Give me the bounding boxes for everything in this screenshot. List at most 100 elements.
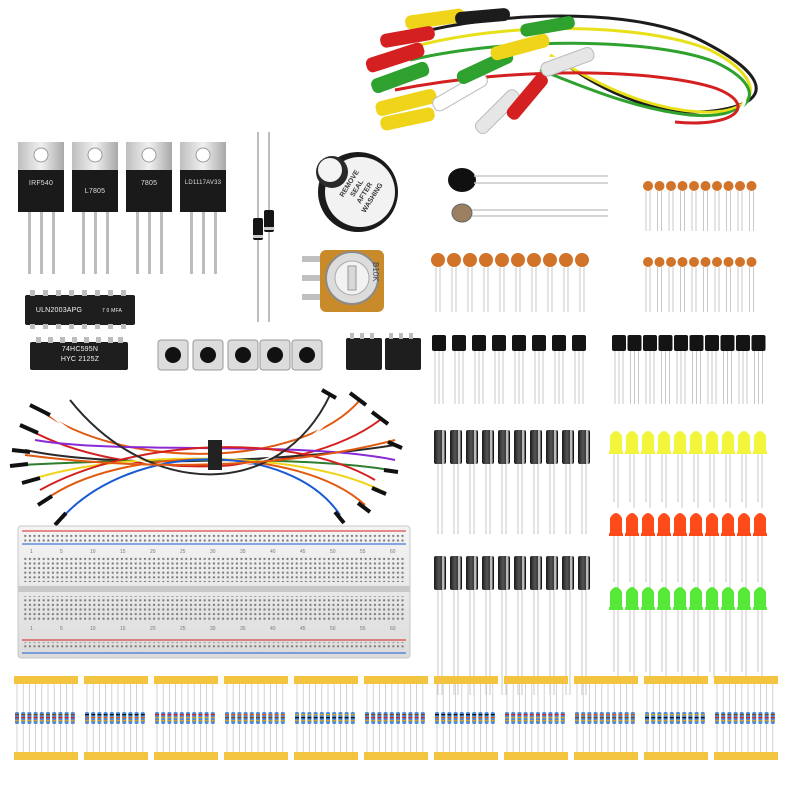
buzzer bbox=[316, 152, 398, 232]
resistor-strip bbox=[84, 676, 148, 760]
uln-code: 7 0 MFA bbox=[101, 308, 123, 314]
transistor bbox=[720, 335, 735, 404]
resistor-strip bbox=[364, 676, 428, 760]
led bbox=[737, 431, 751, 508]
transistors bbox=[432, 335, 766, 404]
breadboard-number: 40 bbox=[270, 549, 276, 555]
ceramic-capacitor bbox=[527, 253, 541, 312]
ceramic-capacitor bbox=[643, 181, 653, 231]
led bbox=[609, 431, 623, 508]
breadboard-number: 40 bbox=[270, 626, 276, 632]
thermistor-and-ldr bbox=[448, 168, 608, 223]
led bbox=[721, 431, 735, 508]
transistor bbox=[472, 335, 486, 404]
breadboard-number: 10 bbox=[90, 549, 96, 555]
led bbox=[705, 587, 719, 678]
ceramic-capacitor bbox=[479, 253, 493, 312]
led bbox=[721, 587, 735, 678]
led bbox=[705, 431, 719, 508]
transistor bbox=[512, 335, 526, 404]
ceramic-capacitor bbox=[543, 253, 557, 312]
breadboard-number: 15 bbox=[120, 626, 126, 632]
electrolytic-capacitor bbox=[578, 430, 590, 534]
ceramic-capacitor bbox=[700, 257, 711, 312]
ceramic-capacitor bbox=[735, 181, 745, 231]
led bbox=[689, 513, 703, 588]
transistor bbox=[751, 335, 766, 404]
led bbox=[705, 513, 719, 588]
led bbox=[641, 587, 655, 678]
led bbox=[609, 587, 623, 678]
breadboard bbox=[17, 525, 411, 659]
breadboard-number: 25 bbox=[180, 626, 186, 632]
transistor bbox=[705, 335, 719, 404]
leds bbox=[609, 431, 767, 678]
electrolytic-capacitor bbox=[450, 556, 462, 695]
electrolytic-capacitor bbox=[482, 556, 494, 695]
ceramic-capacitors bbox=[431, 181, 757, 312]
voltage-regulators bbox=[18, 142, 226, 274]
resistor-strip bbox=[154, 676, 218, 760]
led bbox=[689, 587, 703, 678]
transistor bbox=[612, 335, 626, 404]
jumper-wires bbox=[9, 388, 403, 527]
transistor bbox=[627, 335, 642, 404]
ceramic-capacitor bbox=[712, 257, 722, 312]
pot-label: B10K bbox=[371, 262, 380, 282]
ceramic-capacitor bbox=[677, 257, 688, 312]
breadboard-number: 35 bbox=[240, 626, 246, 632]
transistor bbox=[532, 335, 546, 404]
ceramic-capacitor bbox=[712, 181, 722, 231]
breadboard-number: 55 bbox=[360, 549, 366, 555]
uln-label: ULN2003APG bbox=[35, 307, 83, 314]
electrolytic-capacitors bbox=[434, 430, 590, 695]
breadboard-number: 1 bbox=[30, 626, 33, 632]
potentiometer bbox=[302, 250, 384, 312]
ceramic-capacitor bbox=[447, 253, 461, 312]
led bbox=[673, 431, 687, 508]
ceramic-capacitor bbox=[746, 181, 757, 231]
electrolytic-capacitor bbox=[514, 430, 526, 534]
ceramic-capacitor bbox=[723, 257, 734, 312]
electrolytic-capacitor bbox=[546, 556, 558, 695]
hc595-label-2: HYC 2125Z bbox=[60, 356, 100, 363]
electrolytic-capacitor bbox=[562, 430, 574, 534]
led bbox=[625, 513, 639, 588]
breadboard-number: 25 bbox=[180, 549, 186, 555]
led bbox=[657, 431, 671, 508]
led bbox=[673, 587, 687, 678]
led bbox=[673, 513, 687, 588]
led bbox=[609, 513, 623, 588]
regulator-label-4: LD1117AV33 bbox=[184, 180, 222, 186]
breadboard-number: 15 bbox=[120, 549, 126, 555]
resistor-strips bbox=[14, 676, 778, 760]
ceramic-capacitor bbox=[723, 181, 734, 231]
led bbox=[657, 513, 671, 588]
transistor bbox=[492, 335, 506, 404]
ceramic-capacitor bbox=[463, 253, 477, 312]
ceramic-capacitor bbox=[735, 257, 745, 312]
led bbox=[753, 431, 767, 508]
ceramic-capacitor bbox=[643, 257, 653, 312]
electrolytic-capacitor bbox=[466, 430, 478, 534]
breadboard-number: 50 bbox=[330, 626, 336, 632]
regulator-label-1: IRF540 bbox=[28, 180, 54, 187]
breadboard-number: 55 bbox=[360, 626, 366, 632]
electrolytic-capacitor bbox=[530, 430, 542, 534]
breadboard-column-numbers: 1155101015152020252530303535404045455050… bbox=[30, 549, 396, 632]
led bbox=[641, 513, 655, 588]
transistor bbox=[643, 335, 657, 404]
ceramic-capacitor bbox=[746, 257, 757, 312]
breadboard-number: 50 bbox=[330, 549, 336, 555]
ceramic-capacitor bbox=[495, 253, 509, 312]
transistor bbox=[689, 335, 704, 404]
breadboard-number: 10 bbox=[90, 626, 96, 632]
ceramic-capacitor bbox=[654, 257, 665, 312]
resistor-strip bbox=[714, 676, 778, 760]
led bbox=[737, 513, 751, 588]
regulator-label-3: 7805 bbox=[140, 180, 158, 187]
ceramic-capacitor bbox=[689, 257, 699, 312]
electrolytic-capacitor bbox=[466, 556, 478, 695]
breadboard-number: 45 bbox=[300, 626, 306, 632]
